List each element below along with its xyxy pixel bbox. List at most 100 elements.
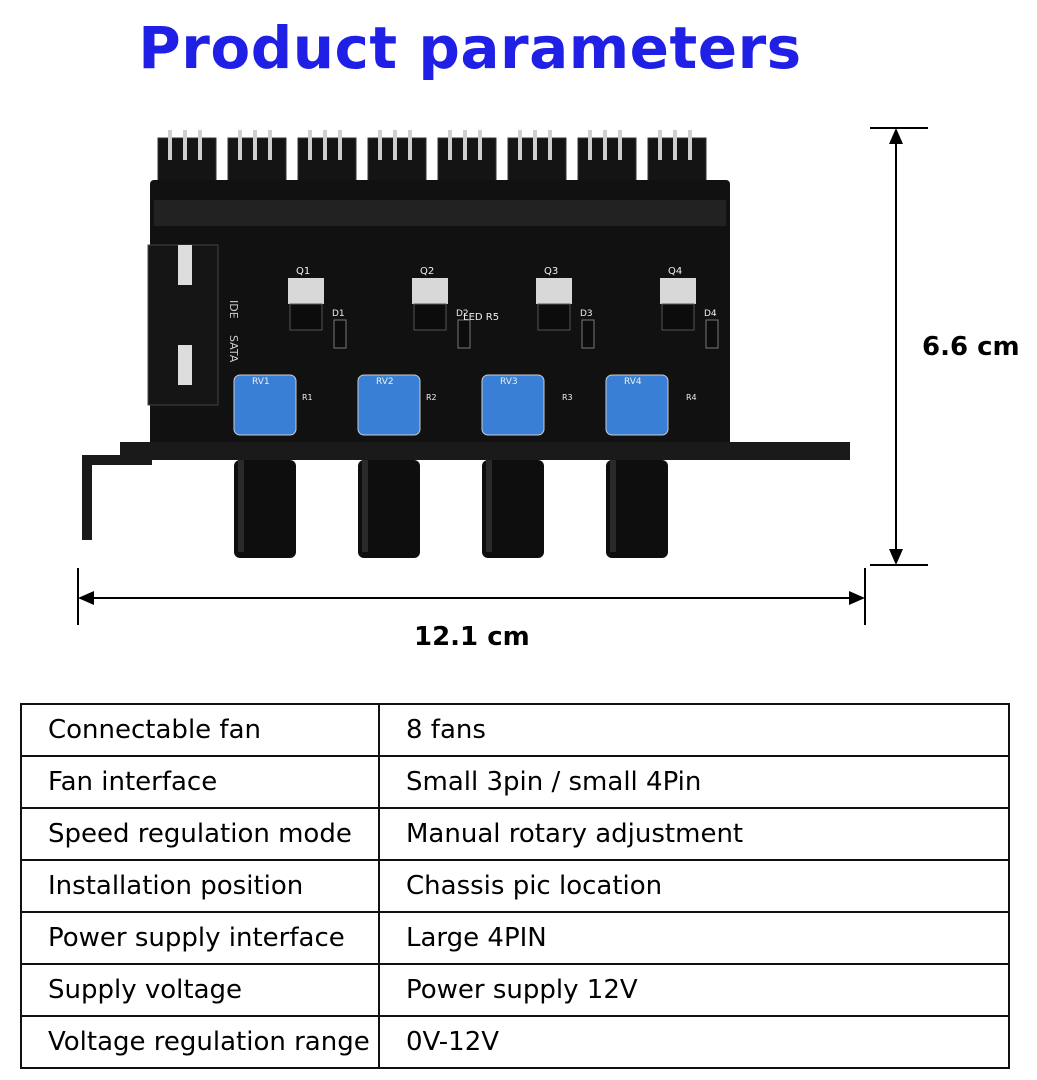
knob: [482, 460, 544, 558]
diode-label: D1: [332, 309, 345, 319]
spec-value: 8 fans: [378, 703, 1010, 757]
height-dimension-label: 6.6 cm: [922, 332, 1020, 362]
spec-value: Power supply 12V: [378, 963, 1010, 1017]
header-pin: [533, 130, 537, 160]
transistor: [536, 278, 572, 304]
header-pin: [618, 130, 622, 160]
potentiometer: [233, 374, 297, 436]
transistor-label: Q4: [668, 266, 682, 277]
header-pin: [603, 130, 607, 160]
width-dimension-label: 12.1 cm: [414, 622, 530, 652]
header-pin: [253, 130, 257, 160]
diode: [333, 319, 347, 349]
potentiometer-label: RV2: [376, 377, 394, 387]
header-pin: [338, 130, 342, 160]
resistor-label: R2: [426, 393, 437, 402]
header-pin: [168, 130, 172, 160]
spec-label: Power supply interface: [20, 911, 380, 965]
diode-label: D3: [580, 309, 593, 319]
header-pin: [198, 130, 202, 160]
header-pin: [323, 130, 327, 160]
transistor-label: Q1: [296, 266, 310, 277]
bracket-tab: [82, 455, 152, 465]
transistor-label: Q2: [420, 266, 434, 277]
power-pin: [178, 245, 192, 285]
transistor: [288, 278, 324, 304]
diode: [705, 319, 719, 349]
transistor-body: [413, 303, 447, 331]
resistor-label: R1: [302, 393, 313, 402]
header-pin: [688, 130, 692, 160]
header-pin: [183, 130, 187, 160]
header-pin: [393, 130, 397, 160]
transistor: [660, 278, 696, 304]
arrowhead-icon: [889, 549, 903, 565]
bracket-tab: [82, 455, 92, 540]
header-pin: [588, 130, 592, 160]
knob: [234, 460, 296, 558]
potentiometer-label: RV4: [624, 377, 642, 387]
diode-label: D2: [456, 309, 469, 319]
page-title: Product parameters: [138, 14, 802, 82]
spec-label: Speed regulation mode: [20, 807, 380, 861]
potentiometer: [357, 374, 421, 436]
led-label: LED R5: [463, 312, 499, 323]
resistor-label: R3: [562, 393, 573, 402]
knob-highlight: [486, 460, 492, 552]
header-pin: [448, 130, 452, 160]
header-pin: [308, 130, 312, 160]
header-pin: [478, 130, 482, 160]
transistor-label: Q3: [544, 266, 558, 277]
knob: [606, 460, 668, 558]
arrowhead-icon: [78, 591, 94, 605]
transistor-body: [289, 303, 323, 331]
knob: [358, 460, 420, 558]
potentiometer: [481, 374, 545, 436]
spec-label: Voltage regulation range: [20, 1015, 380, 1069]
port-label-ide: IDE: [227, 300, 240, 319]
transistor-body: [537, 303, 571, 331]
resistor-label: R4: [686, 393, 697, 402]
header-pin: [378, 130, 382, 160]
header-pin: [463, 130, 467, 160]
spec-label: Connectable fan: [20, 703, 380, 757]
header-pin: [518, 130, 522, 160]
potentiometer-label: RV1: [252, 377, 270, 387]
port-label-sata: SATA: [227, 335, 240, 363]
transistor: [412, 278, 448, 304]
spec-value: Large 4PIN: [378, 911, 1010, 965]
spec-label: Installation position: [20, 859, 380, 913]
pci-bracket: [120, 442, 850, 460]
header-strip: [154, 200, 726, 226]
potentiometer-label: RV3: [500, 377, 518, 387]
header-pin: [238, 130, 242, 160]
knob-highlight: [362, 460, 368, 552]
spec-label: Fan interface: [20, 755, 380, 809]
spec-value: Manual rotary adjustment: [378, 807, 1010, 861]
spec-value: Small 3pin / small 4Pin: [378, 755, 1010, 809]
knob-highlight: [610, 460, 616, 552]
header-pin: [658, 130, 662, 160]
transistor-body: [661, 303, 695, 331]
spec-label: Supply voltage: [20, 963, 380, 1017]
diode: [457, 319, 471, 349]
spec-value: 0V-12V: [378, 1015, 1010, 1069]
potentiometer: [605, 374, 669, 436]
spec-value: Chassis pic location: [378, 859, 1010, 913]
arrowhead-icon: [849, 591, 865, 605]
header-pin: [268, 130, 272, 160]
knob-highlight: [238, 460, 244, 552]
fan-controller-board: IDE SATA Q1D1RV1R1Q2D2RV2R2Q3D3RV3R3Q4D4…: [77, 127, 928, 625]
header-pin: [673, 130, 677, 160]
bracket-slot: [92, 490, 106, 520]
arrowhead-icon: [889, 128, 903, 144]
